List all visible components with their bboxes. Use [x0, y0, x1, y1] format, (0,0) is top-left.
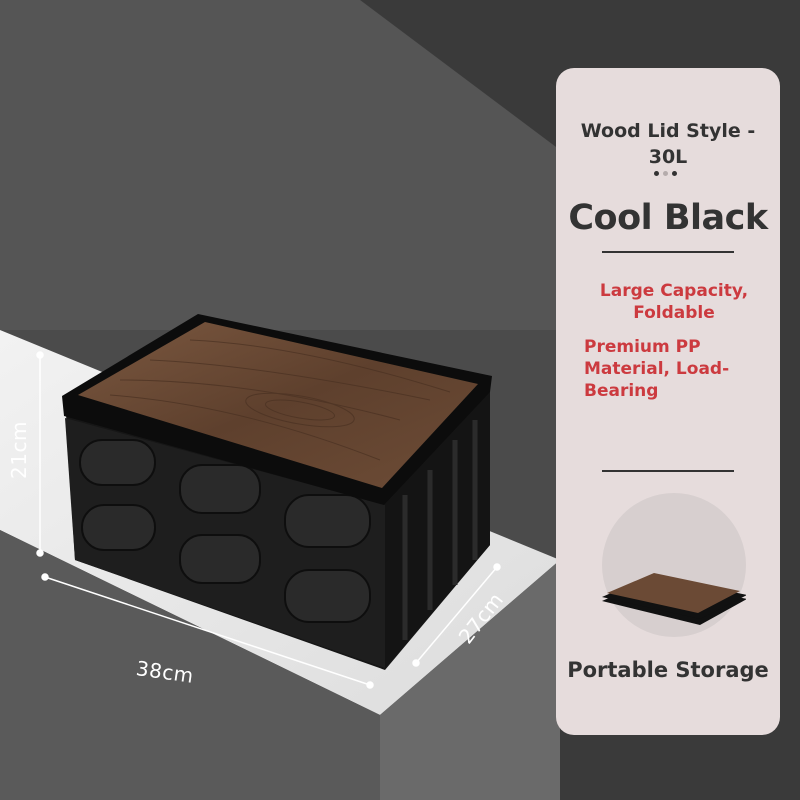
pedestal-front	[0, 530, 380, 800]
portable-storage-label: Portable Storage	[567, 658, 769, 682]
product-style-title: Wood Lid Style - 30L	[580, 120, 756, 168]
backdrop-light-wall	[0, 0, 560, 330]
wood-lid	[78, 322, 478, 488]
divider	[602, 470, 734, 472]
feature-material: Premium PP Material, Load-Bearing	[584, 337, 730, 401]
color-name: Cool Black	[568, 198, 768, 238]
carousel-dots	[654, 171, 677, 176]
pedestal-side	[380, 560, 560, 800]
divider	[602, 251, 734, 253]
info-panel: Wood Lid Style - 30L Cool Black Large Ca…	[556, 68, 780, 735]
carousel-dot	[672, 171, 677, 176]
storage-box	[62, 314, 492, 670]
carousel-dot	[663, 171, 668, 176]
folded-box-thumbnail	[602, 573, 746, 625]
dimension-lines	[36, 351, 501, 689]
feature-capacity: Large Capacity, Foldable	[599, 281, 749, 323]
carousel-dot	[654, 171, 659, 176]
height-dimension-label: 21cm	[6, 421, 31, 479]
